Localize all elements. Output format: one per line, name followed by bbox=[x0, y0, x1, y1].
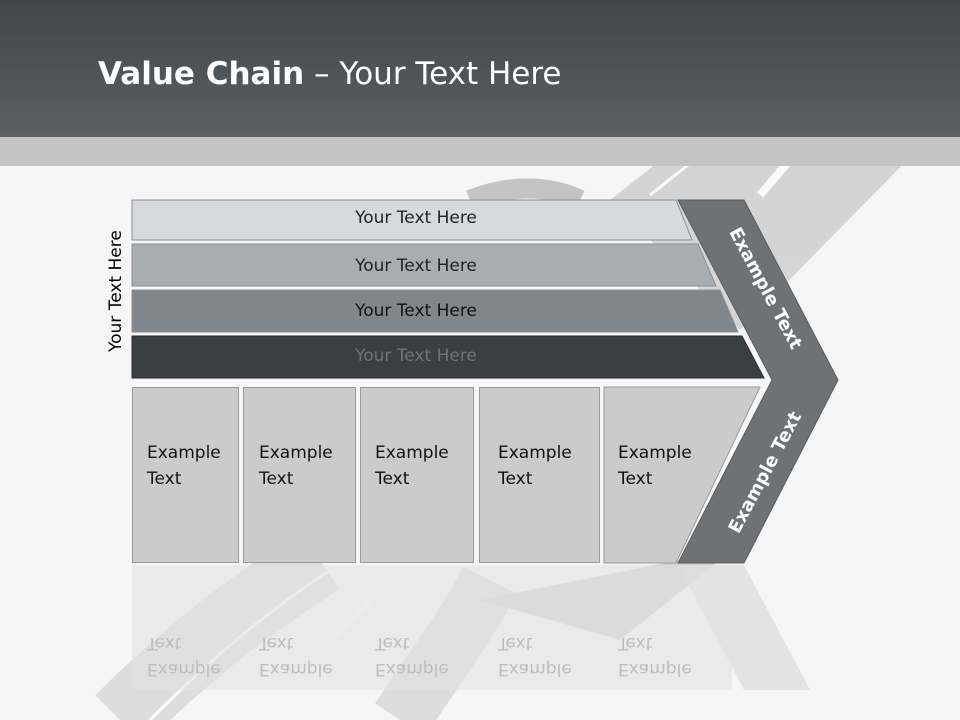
header-band bbox=[0, 137, 960, 166]
box-1[interactable] bbox=[132, 387, 239, 563]
box-3[interactable] bbox=[360, 387, 474, 563]
row-bar-3[interactable] bbox=[131, 289, 739, 333]
box-4-reflection-text: Example Text bbox=[498, 633, 572, 679]
box-1-reflection-text: Example Text bbox=[147, 633, 221, 679]
row-bar-2[interactable] bbox=[131, 243, 717, 287]
box-3-reflection-text: Example Text bbox=[375, 633, 449, 679]
title-regular: – Your Text Here bbox=[304, 56, 562, 92]
row-bar-4[interactable] bbox=[131, 335, 765, 379]
title-bold: Value Chain bbox=[98, 56, 305, 92]
row-bar-1[interactable] bbox=[131, 199, 693, 241]
row-label-2: Your Text Here bbox=[355, 256, 477, 276]
box-4-text: Example Text bbox=[498, 443, 572, 489]
box-5-shape[interactable] bbox=[603, 386, 761, 564]
page-title: Value Chain – Your Text Here bbox=[98, 52, 561, 96]
box-2[interactable] bbox=[243, 387, 356, 563]
boxes-reflection bbox=[132, 565, 732, 690]
chevron-arrow bbox=[677, 199, 839, 564]
box-5-reflection-text: Example Text bbox=[618, 633, 692, 679]
header-bar bbox=[0, 0, 960, 137]
box-1-text: Example Text bbox=[147, 443, 221, 489]
box-5-text: Example Text bbox=[618, 443, 692, 489]
box-3-text: Example Text bbox=[375, 443, 449, 489]
row-label-4: Your Text Here bbox=[355, 346, 477, 366]
box-4[interactable] bbox=[479, 387, 600, 563]
box-2-reflection-text: Example Text bbox=[259, 633, 333, 679]
row-label-3: Your Text Here bbox=[355, 301, 477, 321]
row-label-1: Your Text Here bbox=[355, 208, 477, 228]
box-2-text: Example Text bbox=[259, 443, 333, 489]
